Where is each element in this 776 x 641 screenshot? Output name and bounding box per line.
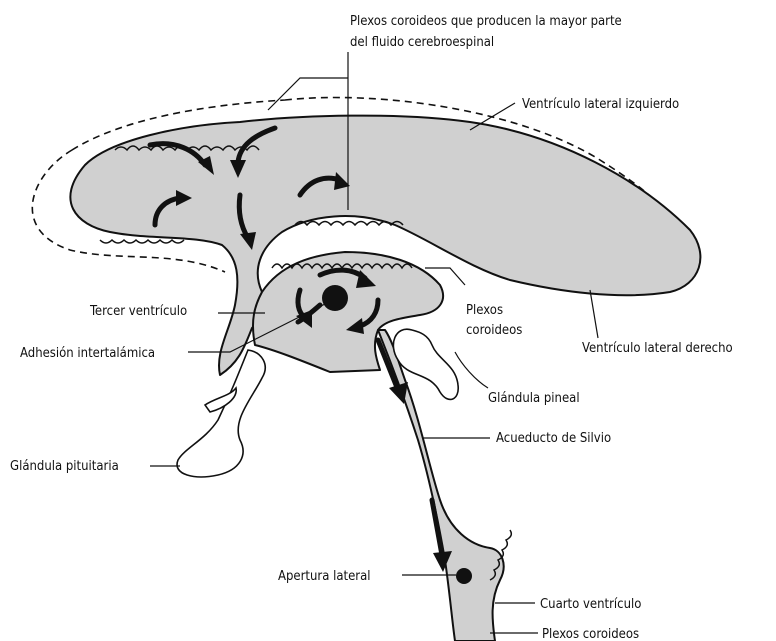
label-pituitary-gland: Glándula pituitaria [10, 459, 119, 474]
label-right-lateral-ventricle: Ventrículo lateral derecho [582, 341, 733, 356]
label-third-ventricle: Tercer ventrículo [89, 304, 187, 319]
label-choroid-plexus-bottom: Plexos coroideos [542, 627, 639, 641]
choroid-plexus-left-lobe [100, 240, 184, 243]
leader-right-lateral [590, 290, 598, 338]
label-left-lateral-ventricle: Ventrículo lateral izquierdo [522, 97, 679, 112]
label-fourth-ventricle: Cuarto ventrículo [540, 597, 641, 612]
leader-pineal [455, 352, 488, 388]
lateral-aperture-dot [456, 568, 472, 584]
label-plexus-main-line1: Plexos coroideos que producen la mayor p… [350, 14, 622, 29]
label-sylvian-aqueduct: Acueducto de Silvio [496, 431, 611, 446]
label-plexus-main-line2: del fluido cerebroespinal [350, 35, 494, 50]
label-choroid-plexus-mid-line1: Plexos [466, 303, 503, 318]
label-interthalamic-adhesion: Adhesión intertalámica [20, 346, 155, 361]
interthalamic-adhesion-dot [322, 285, 348, 311]
label-pineal-gland: Glándula pineal [488, 391, 580, 406]
label-lateral-aperture: Apertura lateral [278, 569, 371, 584]
label-choroid-plexus-mid-line2: coroideos [466, 323, 522, 338]
